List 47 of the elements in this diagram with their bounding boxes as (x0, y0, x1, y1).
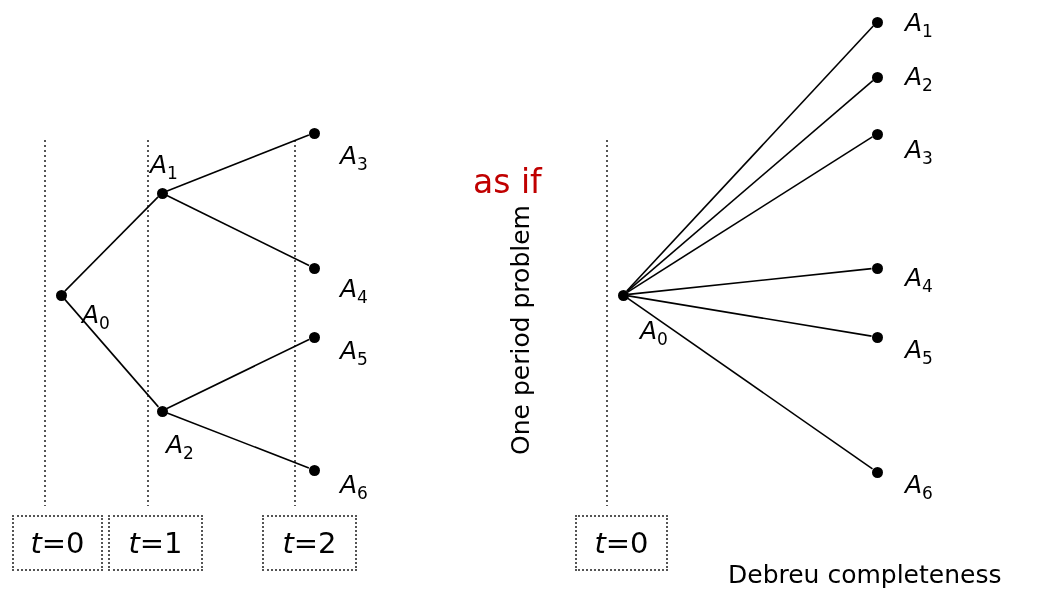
node-label: A$_{0}$ (640, 318, 668, 348)
node-dot (55, 289, 67, 301)
node-label: A$_{6}$ (340, 472, 368, 502)
node-label: A$_{3}$ (905, 137, 933, 167)
node-dot (156, 405, 168, 417)
node-dot (871, 331, 883, 343)
branch-line (627, 267, 873, 296)
branch-line (625, 25, 875, 292)
node-dot (871, 128, 883, 140)
node-label: A$_{4}$ (905, 265, 933, 295)
annotation-text: as if (473, 165, 542, 198)
branch-line (166, 134, 310, 192)
node-dot (308, 464, 320, 476)
node-label: A$_{2}$ (166, 432, 194, 462)
node-dot (871, 466, 883, 478)
node-dot (308, 331, 320, 343)
branch-line (626, 297, 874, 470)
node-label: A$_{3}$ (340, 143, 368, 173)
node-dot (308, 262, 320, 274)
branch-line (166, 338, 310, 410)
node-label: A$_{0}$ (82, 302, 110, 332)
node-dot (871, 71, 883, 83)
time-box: t=2 (262, 515, 357, 571)
node-label: A$_{6}$ (905, 472, 933, 502)
axis-caption: One period problem (507, 205, 533, 455)
branch-line (626, 79, 874, 293)
node-dot (871, 262, 883, 274)
time-box: t=1 (108, 515, 203, 571)
node-dot (871, 16, 883, 28)
branch-line (63, 298, 160, 408)
node-label: A$_{5}$ (905, 337, 933, 367)
branch-line (166, 412, 310, 469)
node-label: A$_{2}$ (905, 64, 933, 94)
branch-line (64, 196, 159, 292)
caption-text: Debreu completeness (728, 562, 1002, 587)
node-dot (156, 187, 168, 199)
time-box: t=0 (575, 515, 668, 571)
branch-line (627, 295, 873, 337)
node-label: A$_{1}$ (150, 152, 178, 182)
node-label: A$_{4}$ (340, 276, 368, 306)
time-box: t=0 (12, 515, 103, 571)
node-dot (617, 289, 629, 301)
branch-line (166, 194, 310, 267)
branch-line (626, 136, 874, 293)
node-label: A$_{1}$ (905, 10, 933, 40)
node-label: A$_{5}$ (340, 338, 368, 368)
node-dot (308, 127, 320, 139)
